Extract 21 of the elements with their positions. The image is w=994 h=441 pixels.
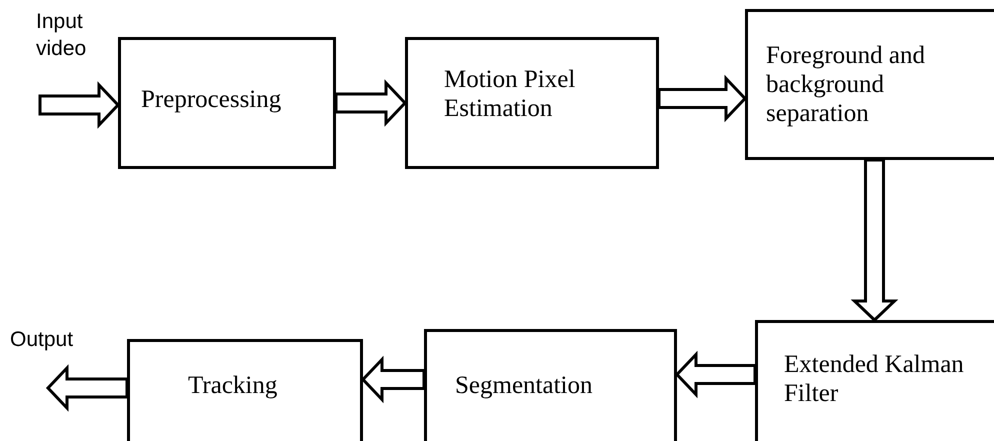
- process-box: [127, 339, 363, 441]
- box-label: Extended Kalman Filter: [784, 351, 965, 408]
- process-box: [424, 329, 677, 441]
- process-box: [755, 320, 994, 441]
- box-label: Foreground and background separation: [766, 42, 926, 128]
- io-label: Input video: [36, 9, 88, 62]
- block-arrow: [46, 364, 128, 412]
- block-arrow: [850, 158, 898, 322]
- block-arrow: [674, 350, 756, 398]
- block-arrow: [360, 356, 426, 404]
- process-box: [405, 37, 659, 169]
- box-label: Tracking: [188, 372, 278, 401]
- block-arrow: [38, 81, 120, 129]
- block-arrow: [334, 79, 408, 127]
- box-label: Motion Pixel Estimation: [444, 66, 576, 124]
- box-label: Segmentation: [455, 372, 594, 401]
- io-label: Output: [10, 327, 74, 353]
- box-label: Preprocessing: [141, 86, 282, 115]
- process-box: [745, 9, 994, 160]
- block-arrow: [658, 74, 748, 122]
- process-box: [118, 37, 336, 169]
